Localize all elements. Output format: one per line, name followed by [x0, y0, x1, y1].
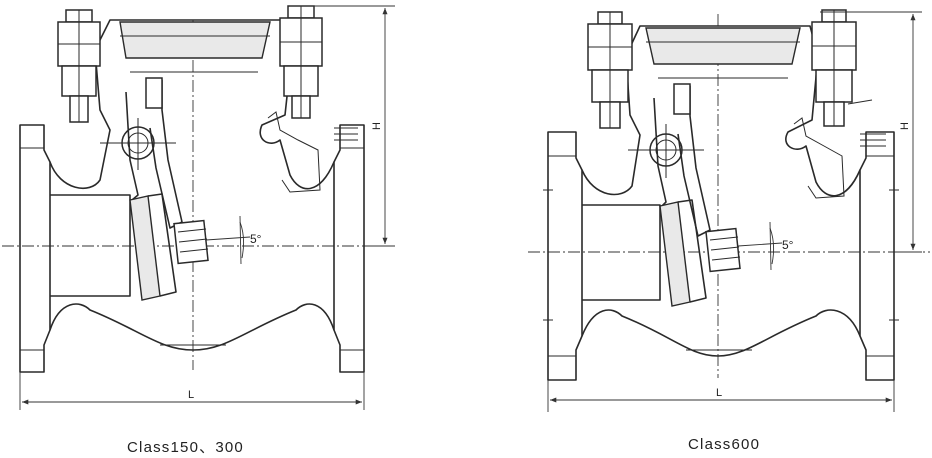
right-flange — [333, 124, 365, 373]
valve-body — [581, 25, 861, 357]
disc — [129, 193, 209, 301]
height-label: H — [371, 122, 383, 130]
height-label: H — [899, 122, 911, 130]
disc — [659, 199, 741, 307]
angle-annotation: 5° — [205, 215, 262, 265]
valve-body — [49, 19, 335, 351]
bonnet-bolt-left — [587, 11, 633, 129]
length-label: L — [716, 387, 722, 399]
angle-label: 5° — [250, 232, 262, 246]
drawing-class600: 5° H L — [528, 9, 930, 412]
height-dimension: H — [290, 5, 395, 247]
left-flange — [19, 124, 51, 373]
caption-class150-300: Class150、300 — [127, 439, 244, 456]
bonnet-bolt-right — [279, 5, 323, 119]
bonnet-bolt-left — [57, 9, 101, 123]
length-dimension: L — [19, 372, 365, 410]
inlet-bore — [50, 194, 131, 297]
bonnet-bolt-right — [811, 9, 873, 127]
bonnet — [645, 27, 801, 65]
length-label: L — [188, 389, 194, 401]
right-flange — [859, 131, 895, 381]
angle-label: 5° — [782, 238, 794, 252]
bonnet — [119, 21, 271, 59]
left-flange — [547, 131, 583, 381]
drawing-class150-300: 5° H L — [2, 5, 395, 410]
caption-class600: Class600 — [688, 436, 761, 453]
length-dimension: L — [547, 380, 895, 412]
height-dimension: H — [820, 11, 922, 253]
inlet-bore — [582, 204, 661, 301]
angle-annotation: 5° — [737, 221, 794, 271]
